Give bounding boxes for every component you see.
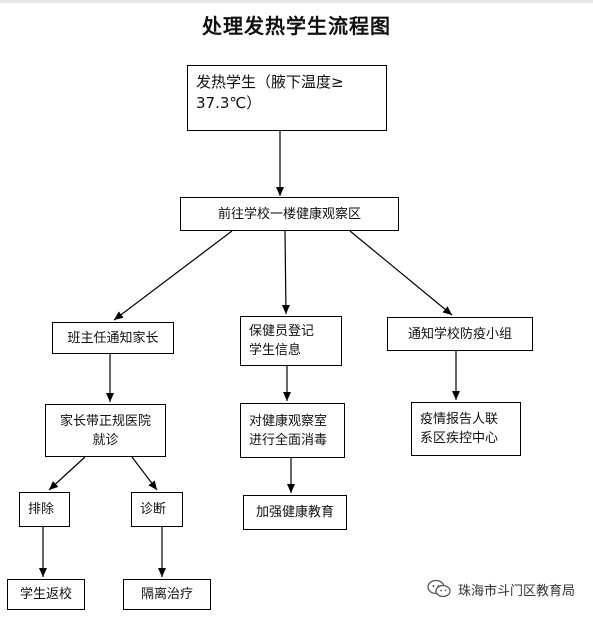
node-fever-student-line1: 发热学生（腋下温度≥ [196, 73, 344, 91]
wechat-icon [427, 579, 451, 598]
node-fever-student-line2: 37.3℃） [196, 94, 262, 112]
node-return-school: 学生返校 [7, 579, 85, 610]
arrow-area-to-register [281, 230, 290, 315]
node-report-cdc: 疫情报告人联 系区疾控中心 [411, 402, 521, 456]
node-diagnosed: 诊断 [131, 492, 183, 527]
node-hospital-visit-line2: 就诊 [92, 432, 119, 448]
node-observation-area: 前往学校一楼健康观察区 [180, 197, 399, 231]
arrow-area-to-parents [113, 230, 233, 321]
node-disinfect-room-line2: 进行全面消毒 [249, 432, 328, 448]
node-hospital-visit-line1: 家长带正规医院 [59, 413, 151, 429]
node-health-register-line2: 学生信息 [249, 343, 302, 358]
arrow-hospital-to-diagnosed [131, 456, 158, 491]
arrow-hospital-to-excluded [48, 456, 86, 491]
node-disinfect-room-line1: 对健康观察室 [249, 413, 328, 429]
node-health-education: 加强健康教育 [243, 495, 347, 530]
node-health-register: 保健员登记 学生信息 [240, 316, 342, 366]
top-border [0, 0, 593, 3]
node-notify-team: 通知学校防疫小组 [387, 317, 533, 351]
watermark: 珠海市斗门区教育局 [426, 579, 575, 599]
node-fever-student: 发热学生（腋下温度≥ 37.3℃） [187, 65, 387, 131]
node-notify-parents: 班主任通知家长 [52, 322, 174, 354]
node-excluded: 排除 [19, 492, 70, 527]
node-report-cdc-line2: 系区疾控中心 [420, 431, 499, 446]
node-hospital-visit: 家长带正规医院 就诊 [45, 404, 166, 457]
node-isolation-treatment: 隔离治疗 [123, 579, 211, 610]
arrow-area-to-team [349, 230, 453, 316]
diagram-title: 处理发热学生流程图 [202, 14, 391, 38]
node-disinfect-room: 对健康观察室 进行全面消毒 [240, 403, 345, 458]
watermark-text: 珠海市斗门区教育局 [457, 583, 575, 599]
node-health-register-line1: 保健员登记 [249, 324, 315, 339]
node-report-cdc-line1: 疫情报告人联 [420, 412, 499, 427]
